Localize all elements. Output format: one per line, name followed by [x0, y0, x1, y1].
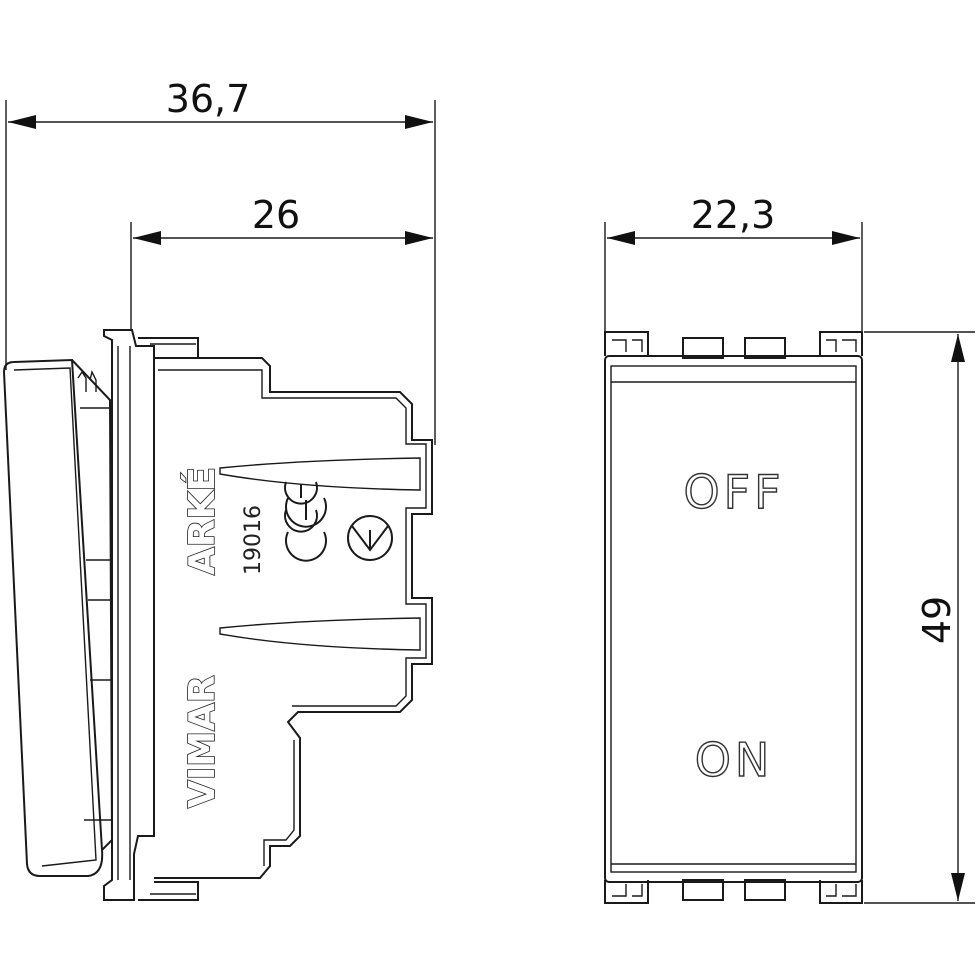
front-view: OFF ON: [604, 331, 863, 904]
dimension-label-front-height: 49: [915, 596, 959, 644]
dimension-label-body-depth: 26: [252, 193, 300, 237]
ce-mark-small: [284, 481, 318, 533]
brand-series-mark: ARKÉ: [181, 467, 223, 575]
dimension-label-front-width: 22,3: [691, 193, 776, 237]
dimension-front-height: 49: [864, 331, 975, 904]
dimension-body-depth: 26: [130, 193, 433, 330]
label-on: ON: [695, 733, 774, 787]
product-code: 19016: [241, 505, 266, 575]
manufacturer-logo: VIMAR: [182, 675, 223, 808]
dimension-front-width: 22,3: [604, 193, 863, 332]
dimension-label-overall-depth: 36,7: [166, 77, 251, 121]
dimension-overall-depth: 36,7: [5, 77, 436, 445]
side-view: ARKÉ 19016 VIMAR: [2, 329, 433, 901]
certification-icon: [347, 515, 393, 561]
label-off: OFF: [683, 465, 784, 519]
